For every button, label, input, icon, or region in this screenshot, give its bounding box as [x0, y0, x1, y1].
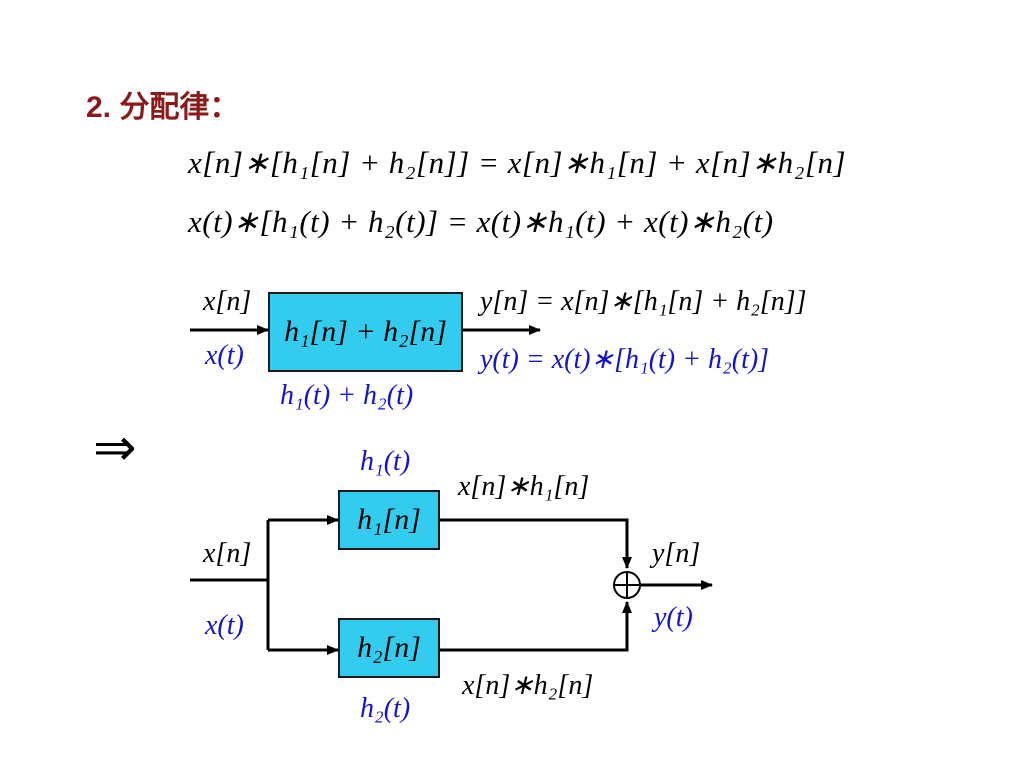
- combined-system-label: h₁[n] + h₂[n]: [284, 315, 447, 348]
- branch1-output-line: [440, 518, 632, 569]
- equation-continuous: x(t)∗[h₁(t) + h₂(t)] = x(t)∗h₁(t) + x(t)…: [188, 204, 774, 239]
- top-input-continuous: x(t): [205, 340, 244, 371]
- top-input-discrete: x[n]: [203, 286, 252, 317]
- system-h1-box: h₁[n]: [338, 490, 440, 550]
- bottom-output-discrete: y[n]: [652, 538, 701, 569]
- system-h2-label: h₂[n]: [357, 631, 421, 664]
- branch2-output-label: x[n]∗h₂[n]: [462, 670, 594, 701]
- branch2-caption: h₂(t): [360, 693, 411, 724]
- top-output-continuous: y(t) = x(t)∗[h₁(t) + h₂(t)]: [480, 344, 770, 375]
- bottom-input-continuous: x(t): [205, 610, 244, 641]
- slide-title: 2. 分配律：: [86, 91, 240, 124]
- branch1-caption: h₁(t): [360, 446, 411, 477]
- combined-system-box: h₁[n] + h₂[n]: [268, 292, 463, 372]
- system-h1-label: h₁[n]: [357, 503, 421, 536]
- system-h2-box: h₂[n]: [338, 618, 440, 678]
- branch2-output-line: [440, 601, 632, 652]
- implies-symbol: ⇒: [93, 418, 137, 478]
- bottom-output-continuous: y(t): [654, 602, 693, 633]
- bottom-input-discrete: x[n]: [203, 538, 252, 569]
- equation-discrete: x[n]∗[h₁[n] + h₂[n]] = x[n]∗h₁[n] + x[n]…: [188, 145, 847, 180]
- combined-system-caption: h₁(t) + h₂(t): [280, 380, 414, 411]
- top-output-discrete: y[n] = x[n]∗[h₁[n] + h₂[n]]: [480, 286, 807, 317]
- branch1-output-label: x[n]∗h₁[n]: [458, 471, 590, 502]
